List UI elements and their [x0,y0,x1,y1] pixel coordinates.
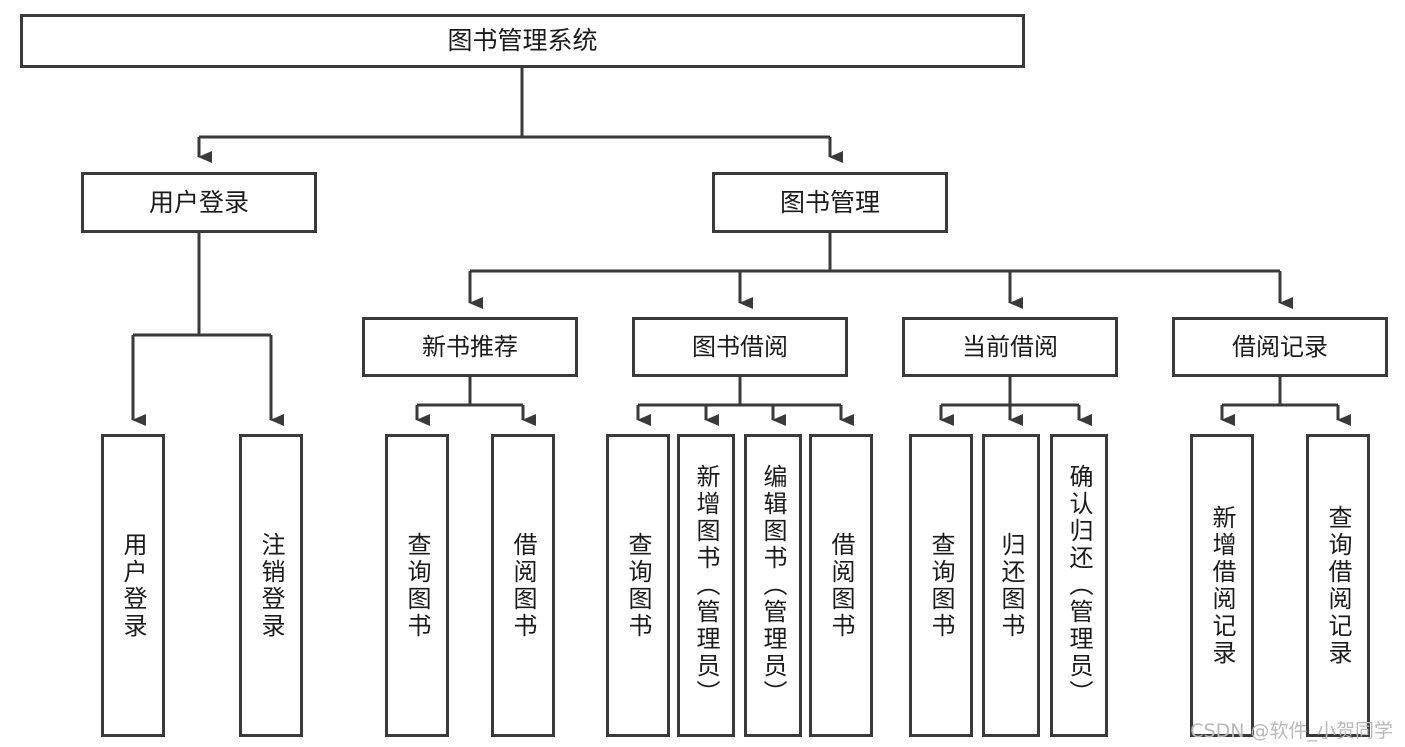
node-label: 借阅图书 [509,531,537,640]
leaf-user-login[interactable]: 用户登录 [101,434,165,737]
node-label: 新增借阅记录 [1208,504,1236,667]
leaf-borrow-book[interactable]: 借阅图书 [809,434,873,737]
leaf-edit-book-admin[interactable]: 编辑图书（管理员） [744,434,802,737]
node-label: 归还图书 [997,531,1025,640]
node-label: 图书借阅 [692,332,788,361]
node-label: 查询图书 [927,531,955,640]
node-label: 用户登录 [148,187,249,217]
node-label: 借阅图书 [827,531,855,640]
node-label: 查询借阅记录 [1324,504,1352,667]
node-label: 确认归还（管理员） [1065,464,1093,707]
node-new-book-recommend[interactable]: 新书推荐 [362,317,578,377]
node-label: 注销登录 [257,531,285,640]
leaf-logout[interactable]: 注销登录 [239,434,303,737]
node-label: 借阅记录 [1232,332,1328,361]
node-label: 新书推荐 [422,332,518,361]
leaf-add-book-admin[interactable]: 新增图书（管理员） [677,434,735,737]
node-label: 用户登录 [119,531,147,640]
leaf-query-book-current[interactable]: 查询图书 [909,434,973,737]
leaf-query-book-borrow[interactable]: 查询图书 [606,434,670,737]
node-label: 图书管理系统 [447,26,598,56]
leaf-query-borrow-record[interactable]: 查询借阅记录 [1306,434,1370,737]
node-book-borrow[interactable]: 图书借阅 [632,317,848,377]
node-label: 编辑图书（管理员） [759,464,787,707]
node-label: 查询图书 [624,531,652,640]
leaf-add-borrow-record[interactable]: 新增借阅记录 [1190,434,1254,737]
csdn-watermark: CSDN @软件_小贺同学 [1190,720,1393,742]
leaf-borrow-book-recommend[interactable]: 借阅图书 [491,434,555,737]
leaf-query-book-recommend[interactable]: 查询图书 [385,434,449,737]
node-label: 当前借阅 [962,332,1058,361]
node-label: 图书管理 [779,187,880,217]
node-label: 查询图书 [403,531,431,640]
leaf-return-book[interactable]: 归还图书 [982,434,1040,737]
node-current-borrow[interactable]: 当前借阅 [902,317,1118,377]
node-user-login[interactable]: 用户登录 [81,172,317,233]
node-borrow-record[interactable]: 借阅记录 [1172,317,1388,377]
node-label: 新增图书（管理员） [692,464,720,707]
node-book-management[interactable]: 图书管理 [712,172,948,233]
node-root-system[interactable]: 图书管理系统 [20,14,1025,68]
leaf-confirm-return-admin[interactable]: 确认归还（管理员） [1050,434,1108,737]
